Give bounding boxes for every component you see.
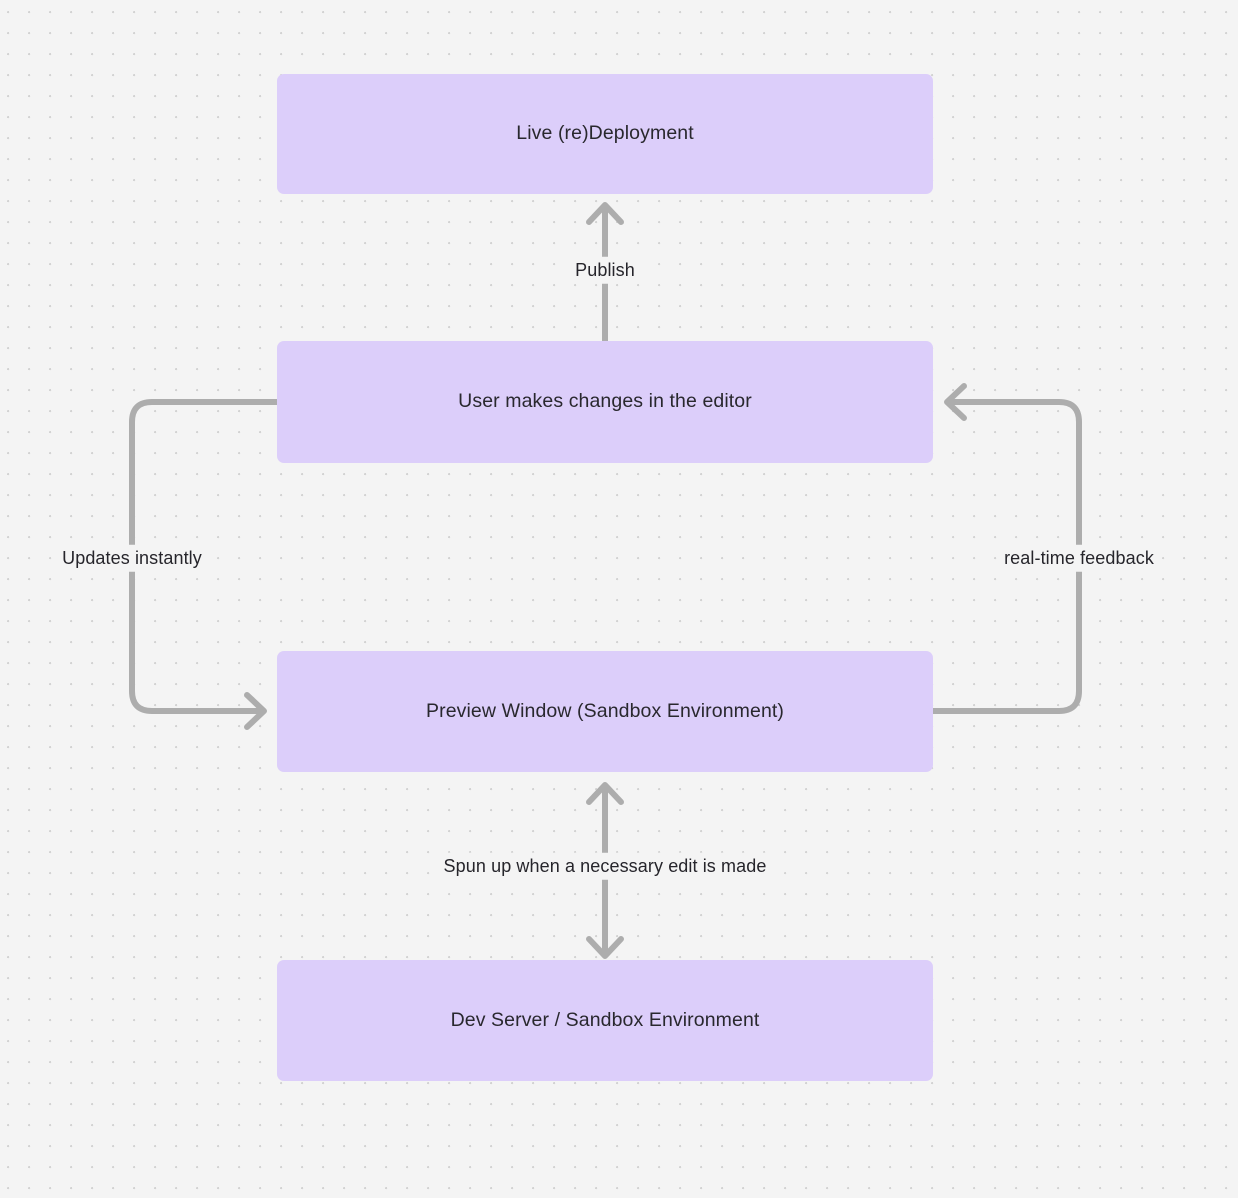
- node-preview-window-label: Preview Window (Sandbox Environment): [426, 699, 784, 722]
- node-user-edits[interactable]: User makes changes in the editor: [277, 341, 933, 463]
- edge-label-publish: Publish: [568, 256, 642, 284]
- node-live-deployment[interactable]: Live (re)Deployment: [277, 74, 933, 194]
- node-dev-server-label: Dev Server / Sandbox Environment: [450, 1008, 760, 1031]
- edge-label-spun-up: Spun up when a necessary edit is made: [436, 852, 774, 880]
- edge-label-updates-instantly: Updates instantly: [55, 544, 209, 572]
- node-dev-server[interactable]: Dev Server / Sandbox Environment: [277, 960, 933, 1081]
- node-preview-window[interactable]: Preview Window (Sandbox Environment): [277, 651, 933, 772]
- node-user-edits-label: User makes changes in the editor: [458, 390, 752, 413]
- node-live-deployment-label: Live (re)Deployment: [516, 122, 694, 145]
- edge-label-real-time-feedback: real-time feedback: [997, 544, 1161, 572]
